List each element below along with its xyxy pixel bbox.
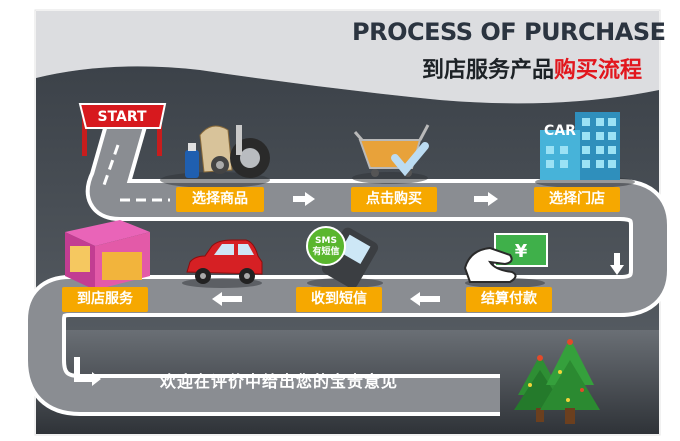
feedback-invitation-text: 欢迎在评价中给出您的宝贵意见 bbox=[160, 372, 399, 391]
title-chinese-part1: 到店服务产品 bbox=[421, 58, 554, 83]
arrow-down-icon bbox=[610, 253, 624, 275]
shopping-cart-icon bbox=[352, 124, 430, 184]
arrow-right-icon bbox=[474, 192, 498, 206]
page-title-english: PROCESS OF PURCHASE bbox=[352, 18, 666, 46]
page-title-chinese: 到店服务产品购买流程 bbox=[392, 52, 642, 84]
car-icon bbox=[182, 239, 263, 288]
start-label: START bbox=[97, 109, 147, 125]
sms-badge-line1: SMS bbox=[315, 236, 337, 246]
step-select-store: 选择门店 bbox=[534, 187, 620, 212]
car-store-building-icon: CAR bbox=[535, 112, 635, 188]
shop-icon bbox=[65, 220, 150, 290]
flow-arrows bbox=[74, 192, 624, 386]
title-chinese-part2: 购买流程 bbox=[553, 58, 642, 83]
step-in-store-service: 到店服务 bbox=[62, 287, 148, 312]
yen-symbol: ¥ bbox=[515, 241, 528, 262]
step-click-buy: 点击购买 bbox=[351, 187, 437, 212]
step-checkout-payment: 结算付款 bbox=[466, 287, 552, 312]
step-select-product: 选择商品 bbox=[176, 187, 264, 212]
arrow-left-icon bbox=[410, 292, 440, 306]
arrow-turn-right-icon bbox=[74, 357, 101, 386]
products-icon bbox=[160, 125, 270, 188]
payment-hand-icon: ¥ bbox=[463, 233, 548, 288]
step-receive-sms: 收到短信 bbox=[296, 287, 382, 312]
road-path bbox=[24, 104, 671, 416]
arrow-right-icon bbox=[293, 192, 315, 206]
arrow-left-icon bbox=[212, 292, 242, 306]
christmas-trees bbox=[514, 338, 600, 424]
start-flag: START bbox=[78, 103, 167, 156]
sms-badge-line2: 有短信 bbox=[312, 245, 339, 257]
store-sign-text: CAR bbox=[544, 123, 576, 139]
sms-phone-icon: SMS 有短信 bbox=[306, 226, 383, 289]
